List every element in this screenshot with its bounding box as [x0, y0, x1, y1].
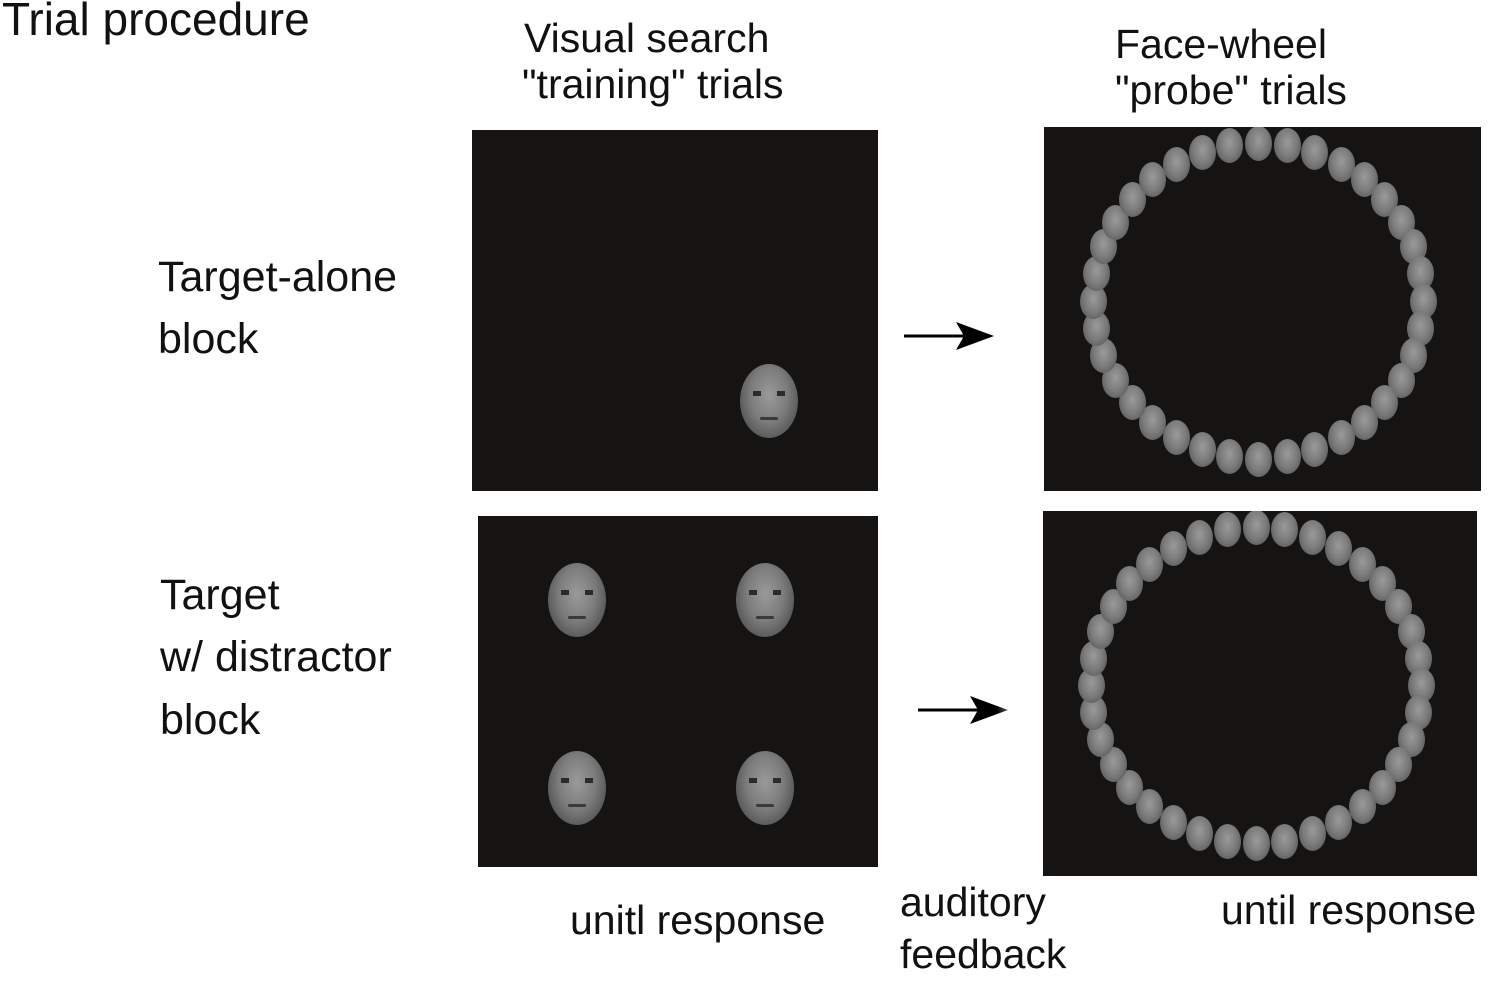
wheel-face-icon — [1160, 804, 1187, 840]
wheel-face-icon — [1242, 826, 1270, 861]
wheel-face-icon — [1162, 146, 1190, 182]
wheel-face-icon — [1188, 135, 1216, 171]
feedback-caption-line1: auditory — [900, 879, 1046, 925]
visual-search-heading-line2: "training" trials — [522, 60, 784, 107]
wheel-face-icon — [1351, 404, 1379, 440]
face-wheel-heading: Face-wheel "probe" trials — [1115, 21, 1347, 114]
distractor-face-icon — [736, 751, 794, 825]
wheel-face-icon — [1271, 823, 1299, 859]
target-alone-search-display — [472, 130, 878, 491]
search-timing-caption: unitl response — [570, 897, 826, 943]
wheel-face-icon — [1298, 519, 1326, 555]
wheel-face-icon — [1273, 127, 1301, 163]
figure-title: Trial procedure — [2, 0, 310, 45]
wheel-face-icon — [1245, 441, 1272, 477]
target-distractor-face-wheel — [1043, 511, 1477, 876]
wheel-face-icon — [1245, 127, 1272, 161]
distractor-face-icon — [548, 563, 606, 637]
distractor-face-icon — [548, 751, 606, 825]
target-alone-label: Target-alone block — [158, 246, 397, 371]
wheel-face-icon — [1138, 162, 1166, 198]
wheel-face-icon — [1301, 431, 1329, 467]
wheel-face-icon — [1216, 439, 1244, 475]
target-distractor-label-line1: Target — [160, 571, 280, 619]
feedback-caption: auditory feedback — [900, 876, 1066, 981]
wheel-face-icon — [1273, 439, 1301, 475]
target-face-icon — [740, 364, 798, 438]
wheel-face-icon — [1301, 135, 1329, 171]
right-arrow-icon — [918, 696, 1008, 724]
visual-search-heading: Visual search "training" trials — [522, 15, 784, 108]
wheel-timing-caption: until response — [1221, 887, 1477, 933]
wheel-face-icon — [1327, 420, 1355, 456]
wheel-face-icon — [1216, 127, 1244, 163]
target-distractor-search-display — [478, 516, 878, 867]
wheel-face-icon — [1213, 512, 1241, 548]
face-wheel-heading-line1: Face-wheel — [1115, 21, 1327, 67]
feedback-caption-line2: feedback — [900, 931, 1067, 978]
wheel-face-icon — [1327, 146, 1355, 182]
wheel-face-icon — [1188, 431, 1216, 467]
visual-search-heading-line1: Visual search — [524, 15, 770, 61]
target-distractor-label: Target w/ distractor block — [160, 564, 392, 751]
wheel-face-icon — [1186, 519, 1214, 555]
wheel-face-icon — [1348, 789, 1376, 825]
wheel-face-icon — [1271, 512, 1299, 548]
wheel-face-icon — [1242, 511, 1270, 545]
target-alone-face-wheel — [1044, 127, 1481, 491]
wheel-face-icon — [1136, 546, 1164, 582]
target-distractor-label-line2: w/ distractor — [160, 633, 392, 682]
right-arrow-icon — [904, 322, 994, 350]
wheel-face-icon — [1325, 531, 1352, 567]
target-distractor-label-line3: block — [160, 695, 261, 744]
wheel-face-icon — [1162, 420, 1190, 456]
target-alone-label-line1: Target-alone — [158, 253, 398, 301]
wheel-face-icon — [1298, 816, 1326, 852]
target-face-icon — [736, 563, 794, 637]
target-alone-label-line2: block — [158, 315, 259, 364]
wheel-face-icon — [1213, 823, 1241, 859]
wheel-face-icon — [1160, 531, 1187, 567]
face-wheel-heading-line2: "probe" trials — [1115, 66, 1347, 113]
wheel-face-icon — [1325, 804, 1352, 840]
wheel-face-icon — [1186, 816, 1214, 852]
